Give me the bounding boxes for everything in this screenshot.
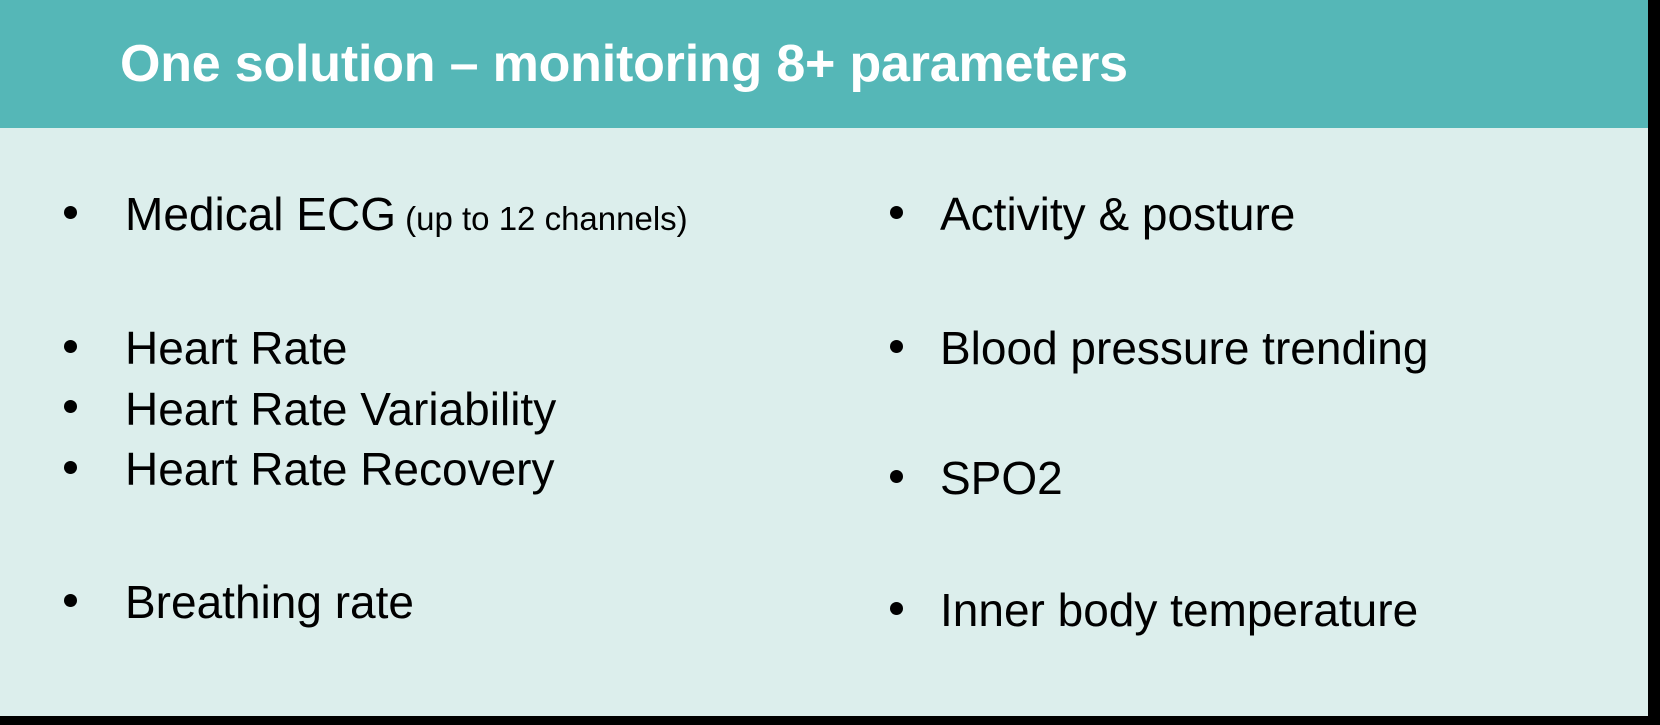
bullet-dot-icon: [64, 339, 77, 353]
list-item: Medical ECG (up to 12 channels): [40, 184, 850, 245]
bullet-group-breathing: Breathing rate: [40, 572, 850, 633]
bullet-group-activity: Activity & posture: [860, 184, 1650, 245]
bullet-dot-icon: [890, 339, 903, 353]
slide-body: Medical ECG (up to 12 channels) Heart Ra…: [0, 128, 1648, 716]
list-item-label: Inner body temperature: [940, 584, 1419, 636]
list-item-label: Heart Rate: [125, 322, 348, 374]
bullet-dot-icon: [64, 400, 77, 414]
bullet-group-blood-pressure: Blood pressure trending: [860, 318, 1650, 379]
bullet-group-ecg: Medical ECG (up to 12 channels): [40, 184, 850, 245]
list-item-sublabel: (up to 12 channels): [395, 200, 688, 237]
list-item: Heart Rate Variability: [40, 379, 850, 440]
list-item: Heart Rate Recovery: [40, 439, 850, 500]
bullet-dot-icon: [64, 205, 77, 219]
list-item-label: Heart Rate Variability: [125, 382, 557, 435]
list-item-label: Breathing rate: [125, 576, 414, 628]
slide-border-bottom: [0, 716, 1660, 725]
bullet-dot-icon: [890, 205, 903, 219]
list-item: Blood pressure trending: [860, 318, 1650, 379]
list-item-label: Heart Rate Recovery: [125, 443, 555, 496]
list-item: Inner body temperature: [860, 580, 1650, 641]
bullet-group-temperature: Inner body temperature: [860, 580, 1650, 641]
bullet-dot-icon: [64, 593, 77, 607]
bullet-column-left: Medical ECG (up to 12 channels) Heart Ra…: [40, 128, 850, 716]
list-item: SPO2: [860, 448, 1650, 509]
bullet-dot-icon: [64, 461, 77, 475]
bullet-dot-icon: [890, 469, 903, 483]
list-item: Breathing rate: [40, 572, 850, 633]
list-item-label: Medical ECG: [125, 188, 396, 240]
bullet-dot-icon: [890, 601, 903, 615]
bullet-group-heart-rate: Heart Rate Heart Rate Variability Heart …: [40, 318, 850, 500]
slide-header-band: One solution – monitoring 8+ parameters: [0, 0, 1648, 128]
bullet-column-right: Activity & posture Blood pressure trendi…: [860, 128, 1650, 716]
list-item: Heart Rate: [40, 318, 850, 379]
list-item: Activity & posture: [860, 184, 1650, 245]
list-item-label: Activity & posture: [940, 188, 1296, 240]
list-item-label: Blood pressure trending: [940, 322, 1429, 374]
list-item-label: SPO2: [940, 452, 1063, 504]
page-title: One solution – monitoring 8+ parameters: [120, 34, 1128, 93]
bullet-group-spo2: SPO2: [860, 448, 1650, 509]
slide-border-right: [1648, 0, 1660, 725]
